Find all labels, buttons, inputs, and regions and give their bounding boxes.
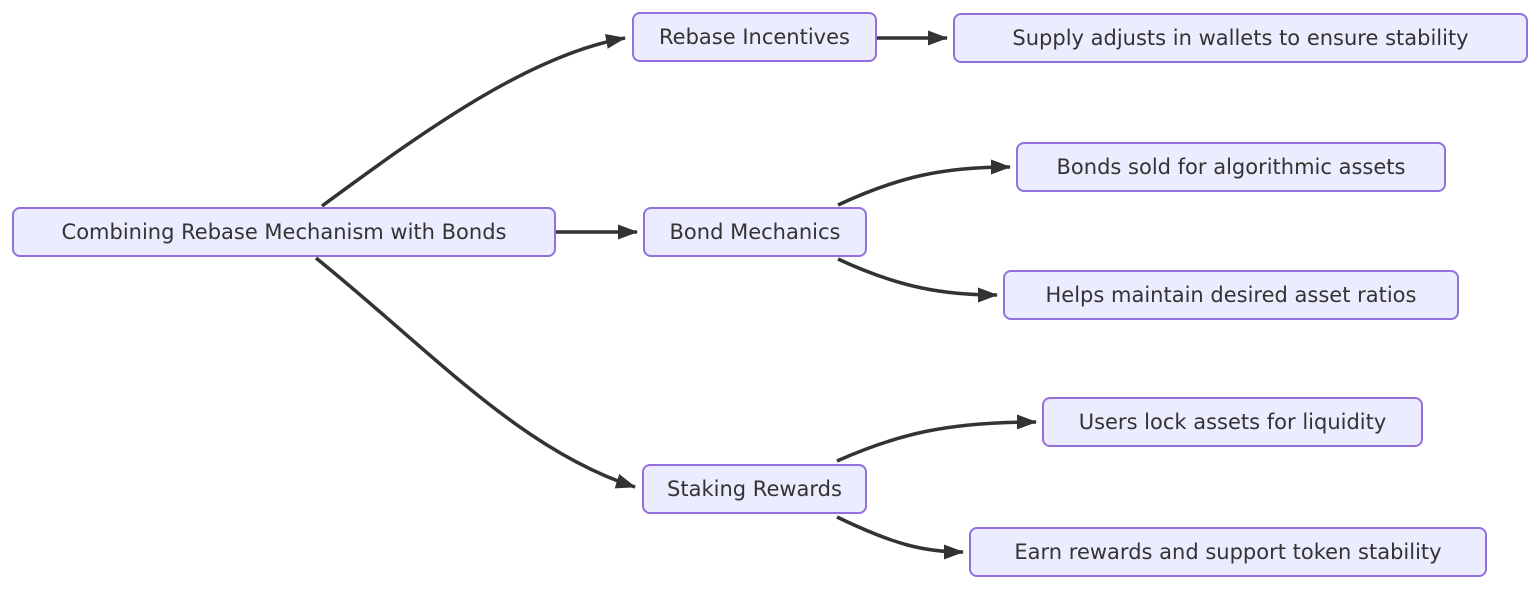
node-bonds-sold: Bonds sold for algorithmic assets	[1016, 142, 1446, 192]
node-rebase-incentives: Rebase Incentives	[632, 12, 877, 62]
edge-bond-mechanics-to-bonds-sold	[837, 159, 1011, 207]
node-supply-adjusts: Supply adjusts in wallets to ensure stab…	[953, 13, 1528, 63]
node-staking-rewards: Staking Rewards	[642, 464, 867, 514]
edge-staking-rewards-to-earn	[836, 515, 964, 560]
node-bond-mechanics: Bond Mechanics	[643, 207, 867, 257]
edge-staking-rewards-to-lock	[836, 414, 1037, 463]
edge-root-to-staking-rewards	[314, 256, 636, 489]
edge-root-to-rebase-incentives	[320, 33, 626, 208]
node-root: Combining Rebase Mechanism with Bonds	[12, 207, 556, 257]
edge-bond-mechanics-to-ratios	[837, 257, 998, 303]
node-users-lock-assets: Users lock assets for liquidity	[1042, 397, 1423, 447]
node-asset-ratios: Helps maintain desired asset ratios	[1003, 270, 1459, 320]
node-earn-rewards: Earn rewards and support token stability	[969, 527, 1487, 577]
